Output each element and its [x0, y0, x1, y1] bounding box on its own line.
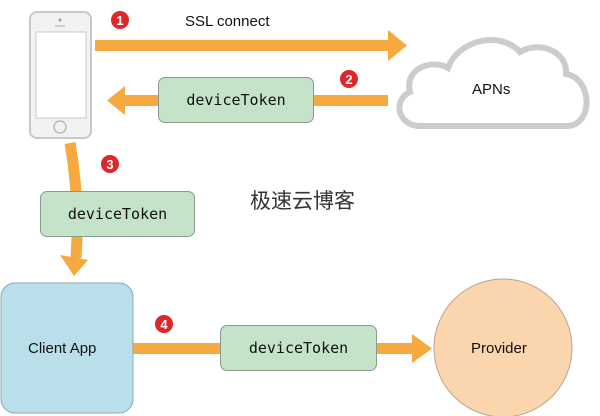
iphone-icon	[29, 11, 92, 139]
provider-circle	[433, 278, 573, 416]
step-badge-4: 4	[155, 315, 173, 333]
client-app-box	[0, 282, 134, 414]
client-app-label: Client App	[28, 340, 97, 357]
step-badge-1: 1	[111, 11, 129, 29]
device-token-box: deviceToken	[40, 191, 195, 237]
device-token-box: deviceToken	[220, 325, 377, 371]
step-badge-3: 3	[101, 155, 119, 173]
provider-label: Provider	[471, 340, 527, 357]
cloud-icon	[396, 37, 590, 129]
device-token-box: deviceToken	[158, 77, 314, 123]
arrow-ssl-connect	[95, 30, 407, 61]
step-badge-2: 2	[340, 70, 358, 88]
apns-label: APNs	[472, 81, 511, 98]
ssl-connect-label: SSL connect	[185, 13, 270, 30]
watermark: 极速云博客	[250, 189, 355, 213]
